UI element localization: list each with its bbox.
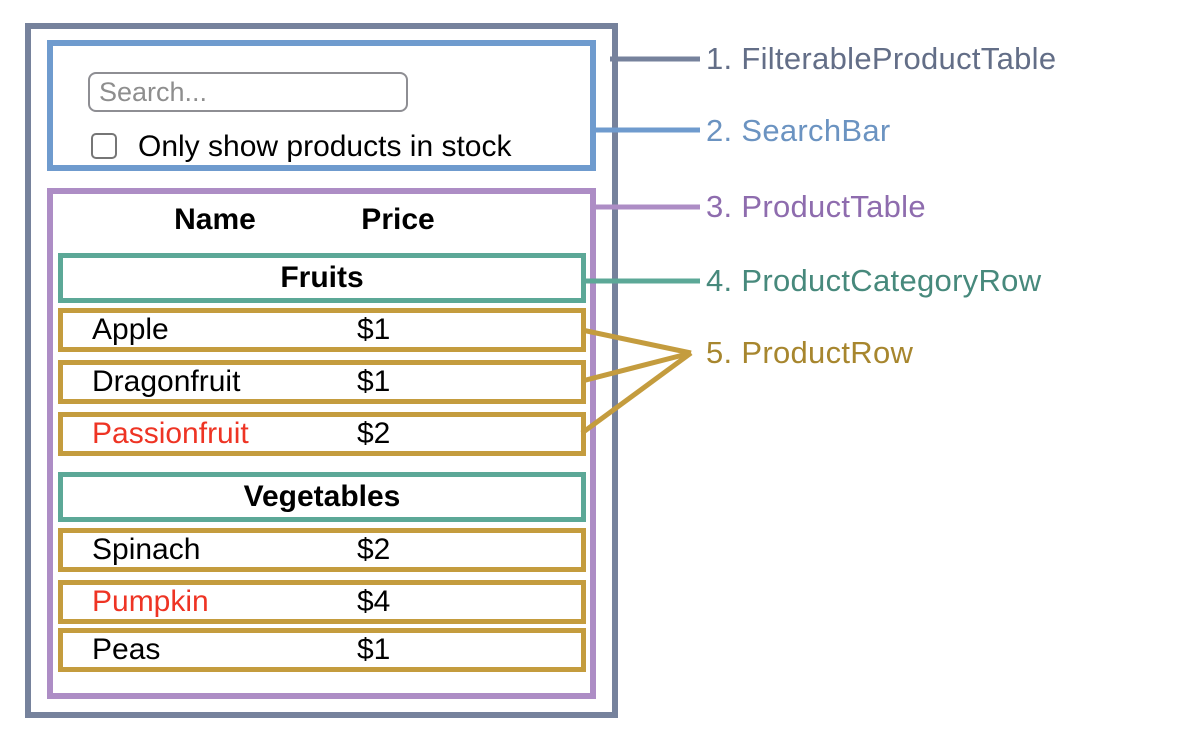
product-price: $1 xyxy=(357,365,391,398)
column-header-price: Price xyxy=(361,203,435,236)
product-price: $1 xyxy=(357,313,391,346)
product-table-box xyxy=(47,188,596,699)
legend-label-search-bar: 2. SearchBar xyxy=(706,113,891,148)
column-header-name: Name xyxy=(174,203,256,236)
product-row: Passionfruit $2 xyxy=(58,412,586,456)
product-row: Spinach $2 xyxy=(58,528,586,572)
product-price: $1 xyxy=(357,633,391,666)
product-name: Spinach xyxy=(92,533,201,566)
in-stock-label: Only show products in stock xyxy=(138,130,512,163)
legend-label-product-row: 5. ProductRow xyxy=(706,335,914,370)
product-row: Dragonfruit $1 xyxy=(58,360,586,404)
product-row: Pumpkin $4 xyxy=(58,580,586,624)
legend-label-filterable-product-table: 1. FilterableProductTable xyxy=(706,41,1057,76)
product-category-row: Vegetables xyxy=(58,472,586,522)
product-name: Pumpkin xyxy=(92,585,209,618)
product-name: Dragonfruit xyxy=(92,365,241,398)
legend-label-product-table: 3. ProductTable xyxy=(706,189,926,224)
product-name: Passionfruit xyxy=(92,417,249,450)
product-price: $2 xyxy=(357,533,391,566)
product-name: Peas xyxy=(92,633,161,666)
product-price: $2 xyxy=(357,417,391,450)
search-input[interactable] xyxy=(88,72,408,112)
legend-label-product-category-row: 4. ProductCategoryRow xyxy=(706,263,1042,298)
product-price: $4 xyxy=(357,585,391,618)
search-bar-box xyxy=(47,40,596,171)
product-row: Peas $1 xyxy=(58,628,586,672)
product-row: Apple $1 xyxy=(58,308,586,352)
product-name: Apple xyxy=(92,313,169,346)
product-category-row: Fruits xyxy=(58,253,586,303)
in-stock-checkbox[interactable] xyxy=(91,133,117,159)
